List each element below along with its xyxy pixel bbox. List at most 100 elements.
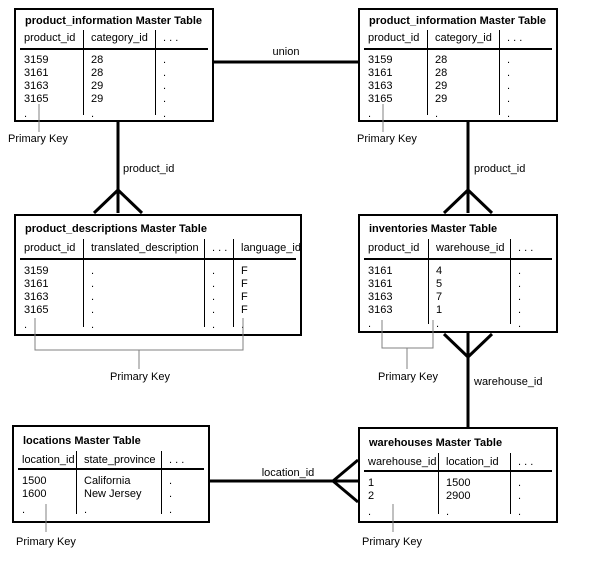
cell: . [368,506,372,518]
table-product-descriptions: product_descriptions Master Table produc… [14,214,302,336]
table-row: 3161 28 . [360,67,556,80]
relationship-label-warehouse-id: warehouse_id [474,376,543,388]
column-header: translated_description [91,242,199,254]
table-header-row: product_id category_id . . . [16,32,212,45]
column-header: product_id [24,242,76,254]
table-title: product_information Master Table [25,15,203,27]
table-header-row: warehouse_id location_id . . . [360,456,556,469]
column-header: . . . [163,32,179,44]
column-header: . . . [212,242,228,254]
cell: 29 [435,80,448,92]
cell: . [163,93,167,105]
table-row: 3163 . . F [16,291,300,304]
cell: 3165 [24,304,49,316]
table-row: 3161 28 . [16,67,212,80]
cell: . [91,278,95,290]
cell: . [507,108,511,120]
cell: 1 [368,477,375,489]
column-separator [83,239,84,327]
column-header: product_id [24,32,76,44]
column-separator [427,30,428,115]
column-header: location_id [22,454,75,466]
cell: 3163 [24,291,49,303]
cell: 29 [91,93,104,105]
table-row: 3165 29 . [16,93,212,106]
table-inventories: inventories Master Table product_id ware… [358,214,558,333]
cell: . [91,265,95,277]
cell: . [518,265,522,277]
cell: 1500 [446,477,471,489]
header-underline [364,258,552,260]
relationship-label-product-id-left: product_id [123,163,175,175]
table-row: 3165 29 . [360,93,556,106]
cell: . [507,67,511,79]
cell: . [518,477,522,489]
cell: 3165 [368,93,393,105]
cell: California [84,475,131,487]
table-row: 3159 28 . [360,54,556,67]
relationship-label-union: union [272,46,300,58]
cell: . [241,319,245,331]
primary-key-label-locations: Primary Key [16,536,76,548]
column-header: category_id [91,32,148,44]
cell: 2 [368,490,375,502]
column-header: . . . [507,32,523,44]
cell: . [91,319,95,331]
table-title: warehouses Master Table [369,437,503,449]
cell: . [163,54,167,66]
table-row: 3159 28 . [16,54,212,67]
table-warehouses: warehouses Master Table warehouse_id loc… [358,427,558,523]
cell: 3159 [24,54,49,66]
cell: 3161 [24,278,49,290]
table-row: 2 2900 . [360,490,556,503]
column-header: state_province [84,454,156,466]
table-row-ellipsis: . . . . [16,319,300,332]
cell: . [368,318,372,330]
cell: 3163 [24,80,49,92]
table-row: 3161 4 . [360,265,556,278]
column-header: category_id [435,32,492,44]
cell: 3161 [368,278,393,290]
column-header: product_id [368,32,420,44]
cell: 2900 [446,490,471,502]
column-header: . . . [169,454,185,466]
header-underline [18,468,204,470]
cell: . [24,319,28,331]
cell: 3163 [368,291,393,303]
cell: . [212,319,216,331]
table-row-ellipsis: . . . [14,504,208,517]
cell: 29 [435,93,448,105]
header-underline [364,470,552,472]
primary-key-label-product-information-right: Primary Key [357,133,417,145]
table-row: 3163 7 . [360,291,556,304]
header-underline [364,48,552,50]
header-underline [20,48,208,50]
column-separator [204,239,205,327]
column-header: . . . [518,456,534,468]
cell: 4 [436,265,443,277]
primary-key-label-product-information-left: Primary Key [8,133,68,145]
cell: 5 [436,278,443,290]
cell: 3161 [368,265,393,277]
table-header-row: product_id translated_description . . . … [16,242,301,255]
cell: . [163,108,167,120]
cell: F [241,278,248,290]
column-header: location_id [446,456,499,468]
cell: . [446,506,450,518]
column-separator [161,451,162,514]
cell: . [169,475,173,487]
column-separator [499,30,500,115]
cell: . [22,504,26,516]
cell: 29 [91,80,104,92]
cell: 1600 [22,488,47,500]
cell: . [212,278,216,290]
relationship-label-location-id: location_id [261,467,315,479]
column-separator [510,239,511,324]
cell: . [24,108,28,120]
column-header: product_id [368,242,420,254]
table-header-row: product_id category_id . . . [360,32,556,45]
cell: . [91,291,95,303]
table-title: product_descriptions Master Table [25,223,207,235]
cell: 28 [91,67,104,79]
